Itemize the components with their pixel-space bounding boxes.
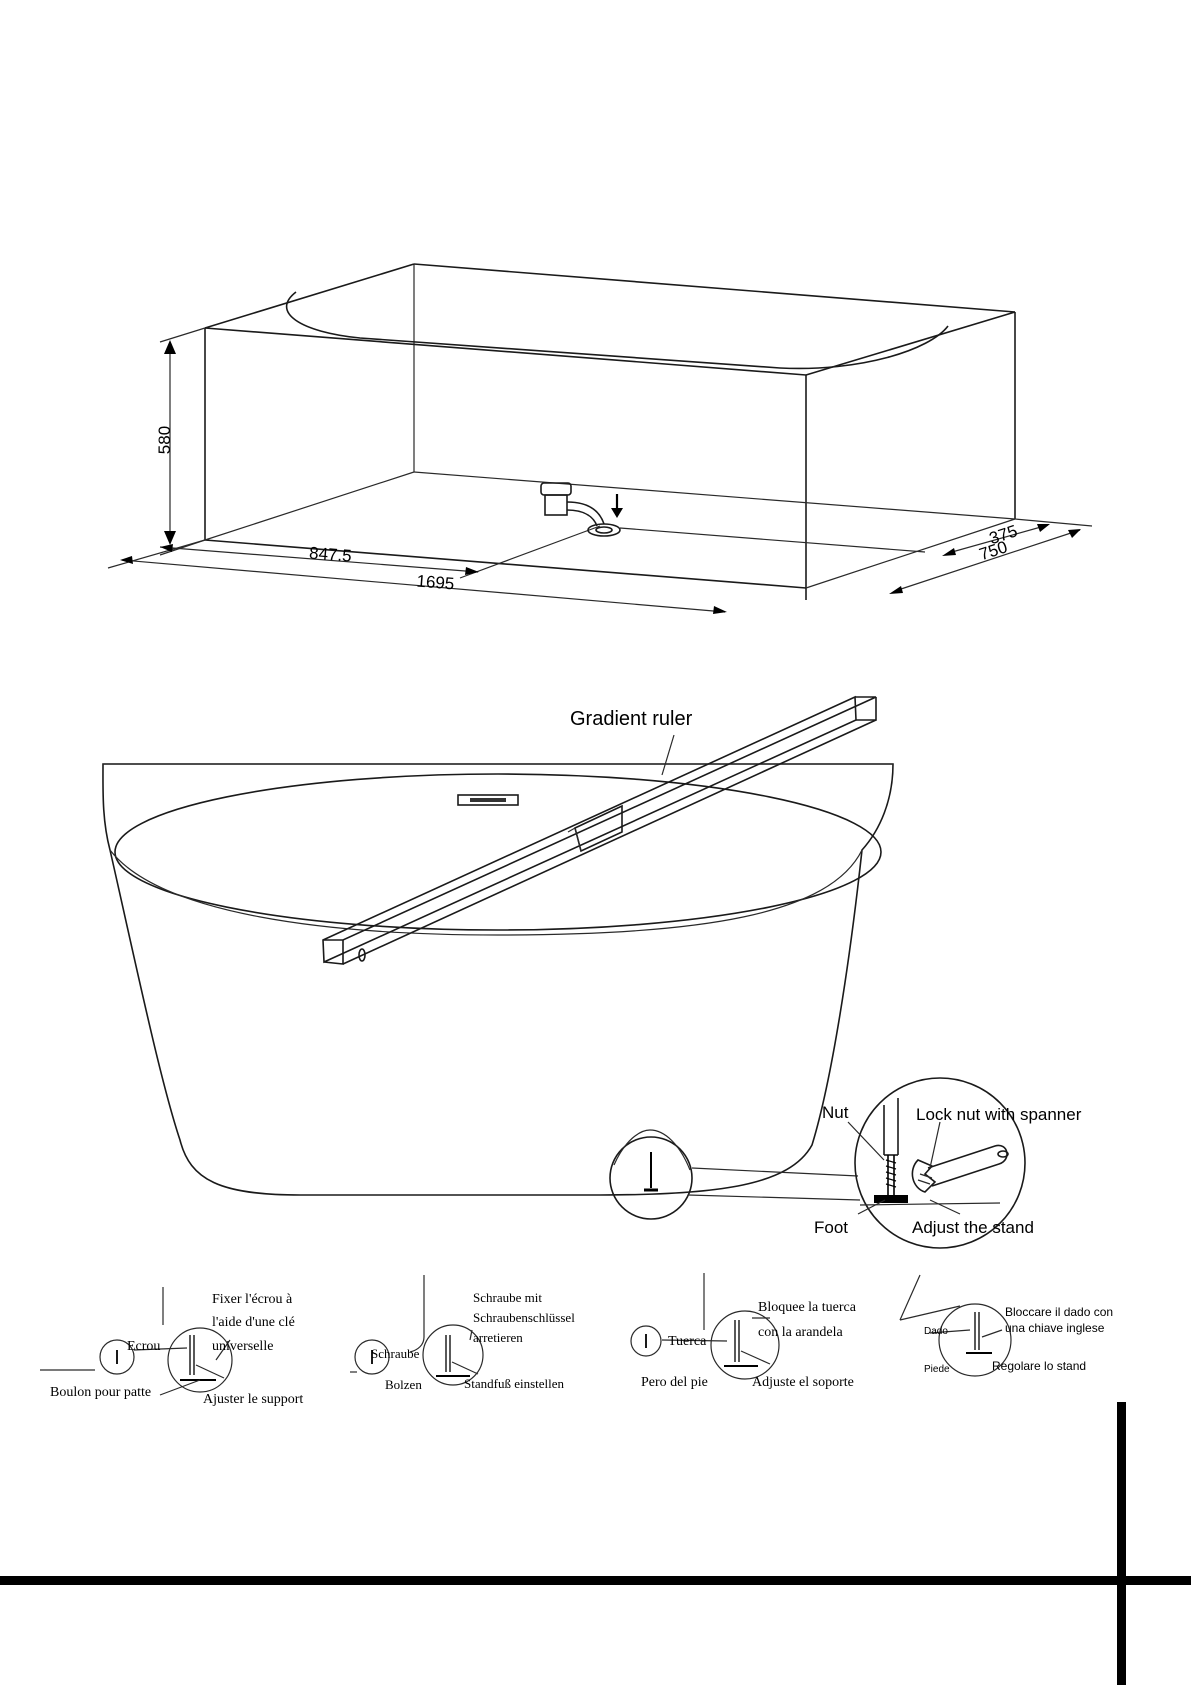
page-vertical-rule bbox=[1117, 1402, 1126, 1685]
fr-lock-line-3: universelle bbox=[212, 1339, 273, 1354]
es-nut-label: Tuerca bbox=[668, 1334, 707, 1349]
italian-detail: Bloccare il dado con una chiave inglese … bbox=[899, 1274, 1113, 1377]
lock-nut-label: Lock nut with spanner bbox=[916, 1105, 1082, 1124]
it-adjust-label: Regolare lo stand bbox=[992, 1359, 1086, 1373]
it-lock-line-2: una chiave inglese bbox=[1005, 1321, 1105, 1335]
box-back-top-edge bbox=[413, 263, 1016, 313]
it-bolt-label: Piede bbox=[924, 1364, 950, 1375]
tub-rim-curve bbox=[285, 291, 949, 370]
tub-inner-bowl bbox=[114, 773, 882, 931]
box-floor-left-edge bbox=[204, 471, 415, 541]
spanish-detail: Bloquee la tuerca con la arandela Tuerca… bbox=[630, 1273, 857, 1390]
fr-adjust-label: Ajuster le support bbox=[203, 1392, 303, 1407]
adjust-stand-label: Adjust the stand bbox=[912, 1218, 1034, 1237]
overflow-slot bbox=[457, 794, 519, 806]
fr-nut-label: Ecrou bbox=[127, 1339, 160, 1354]
box-top-right-edge bbox=[805, 311, 1016, 376]
foot-leader bbox=[857, 1199, 886, 1215]
german-detail: Schraube mit Schraubenschlüssel arretier… bbox=[350, 1275, 575, 1392]
fr-bolt-label: Boulon pour patte bbox=[50, 1385, 151, 1400]
width-label: 750 bbox=[977, 537, 1010, 564]
es-bolt-label: Pero del pie bbox=[641, 1375, 708, 1390]
drain-fitting bbox=[540, 482, 623, 537]
height-dimension: 580 bbox=[155, 327, 206, 556]
box-floor-back-edge bbox=[413, 471, 1016, 520]
de-lock-line-1: Schraube mit bbox=[473, 1290, 542, 1305]
nut-label: Nut bbox=[822, 1103, 849, 1122]
dimension-drawing: 580 847.5 1695 375 750 bbox=[107, 263, 1093, 614]
ruler-label-leader bbox=[661, 734, 675, 776]
box-front-top-edge bbox=[204, 327, 807, 376]
it-nut-label: Dado bbox=[924, 1326, 948, 1337]
leveling-drawing: Gradient ruler bbox=[102, 695, 1082, 1249]
floor-center-axis bbox=[619, 527, 926, 553]
box-top-left-edge bbox=[204, 263, 415, 329]
page-horizontal-rule bbox=[0, 1576, 1191, 1585]
gradient-ruler-label: Gradient ruler bbox=[570, 708, 693, 730]
zoom-circle bbox=[854, 1077, 1026, 1249]
half-length-label: 847.5 bbox=[308, 543, 352, 565]
es-lock-line-1: Bloquee la tuerca bbox=[758, 1300, 857, 1315]
foot-label: Foot bbox=[814, 1218, 848, 1237]
height-label: 580 bbox=[155, 426, 174, 454]
spanner-icon bbox=[911, 1144, 1009, 1193]
length-label: 1695 bbox=[416, 572, 455, 594]
tub-outline bbox=[102, 763, 894, 1196]
floor-centerline bbox=[459, 525, 601, 579]
adjust-leader bbox=[929, 1199, 961, 1215]
nut-leader bbox=[847, 1121, 885, 1161]
es-lock-line-2: con la arandela bbox=[758, 1325, 844, 1340]
box-floor-right-edge bbox=[805, 518, 1016, 589]
gradient-ruler bbox=[322, 695, 877, 965]
lock-leader bbox=[929, 1121, 941, 1169]
de-bolt-label: Bolzen bbox=[385, 1377, 422, 1392]
width-dimension: 375 750 bbox=[889, 518, 1093, 594]
es-adjust-label: Adjuste el soporte bbox=[752, 1375, 854, 1390]
fr-lock-line-2: l'aide d'une clé bbox=[212, 1315, 295, 1330]
de-nut-label: Schraube bbox=[371, 1346, 420, 1361]
fr-lock-line-1: Fixer l'écrou à bbox=[212, 1292, 293, 1307]
zoom-detail bbox=[854, 1077, 1026, 1249]
it-lock-line-1: Bloccare il dado con bbox=[1005, 1305, 1113, 1319]
tub-inner-rim bbox=[109, 849, 863, 936]
de-lock-line-2: Schraubenschlüssel bbox=[473, 1310, 575, 1325]
box-bottom-front-edge bbox=[204, 539, 807, 589]
french-detail: Fixer l'écrou à l'aide d'une clé univers… bbox=[40, 1287, 303, 1407]
length-dimension: 847.5 1695 bbox=[107, 539, 727, 614]
foot-detail-circle bbox=[609, 1136, 693, 1220]
de-lock-line-3: arretieren bbox=[473, 1330, 523, 1345]
de-adjust-label: Standfuß einstellen bbox=[464, 1376, 565, 1391]
